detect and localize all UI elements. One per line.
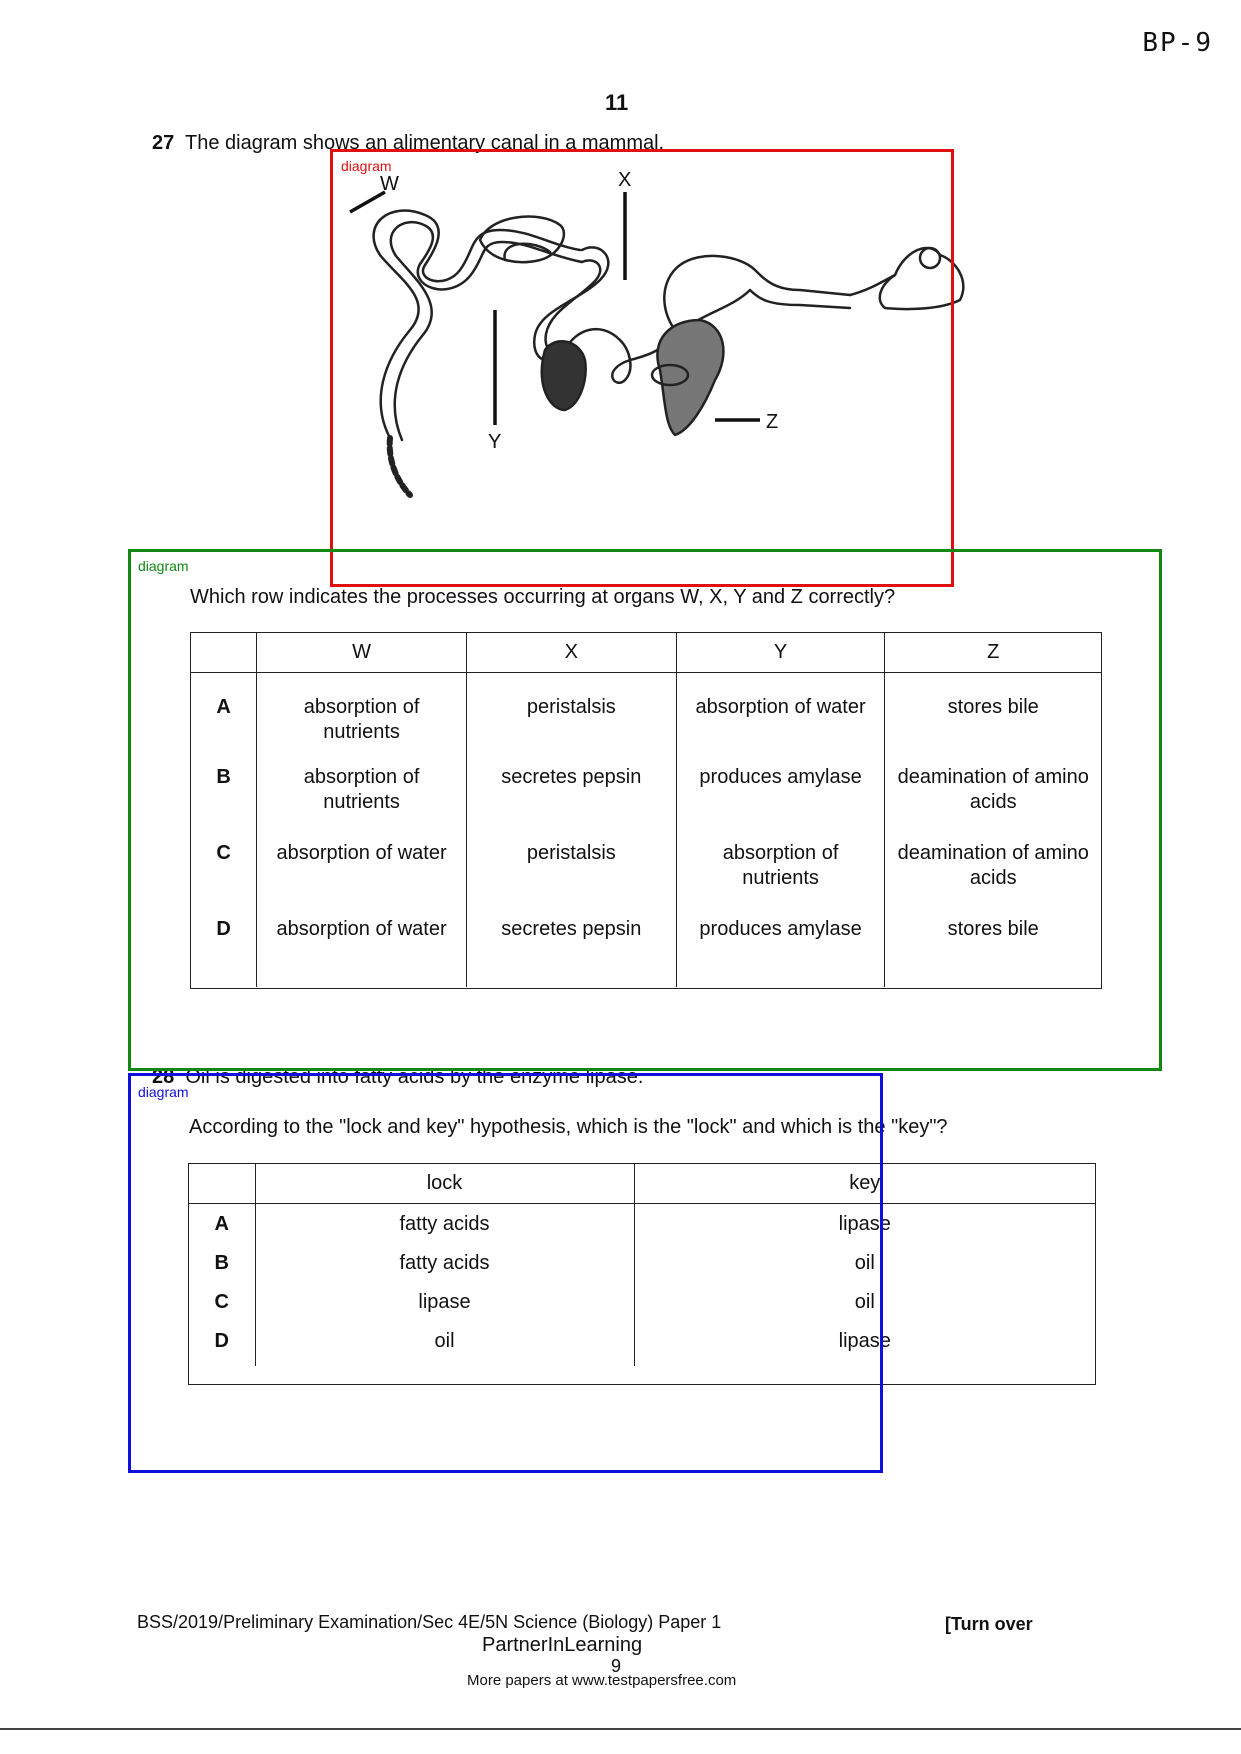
cell-w: absorption of water — [256, 907, 467, 987]
cell-key: oil — [854, 1291, 875, 1313]
table-row: D oil lipase — [189, 1319, 1095, 1366]
table-row: B absorption of nutrients secretes pepsi… — [191, 755, 1101, 831]
cell-z: stores bile — [947, 918, 1039, 940]
cell-x: secretes pepsin — [466, 907, 677, 987]
label-z: Z — [766, 411, 778, 433]
turn-over: [Turn over — [945, 1614, 1033, 1634]
q27-col-y: Y — [676, 633, 886, 673]
cell-key: lipase — [838, 1330, 891, 1352]
diagram-box-green-label: diagram — [138, 558, 189, 574]
cell-x: secretes pepsin — [466, 755, 677, 831]
bp-mark: BP-9 — [1142, 28, 1213, 58]
label-y: Y — [488, 431, 501, 453]
q27-options-table: W X Y Z A absorption of nutrients perist… — [191, 633, 1101, 987]
more-papers-link[interactable]: More papers at www.testpapersfree.com — [467, 1672, 737, 1689]
exam-line: BSS/2019/Preliminary Examination/Sec 4E/… — [137, 1612, 722, 1632]
cell-x: peristalsis — [466, 672, 677, 755]
q28-question: According to the "lock and key" hypothes… — [189, 1116, 948, 1138]
rectum — [386, 435, 413, 498]
q28-options-table-frame: lock key A fatty acids lipase B fatty ac… — [188, 1163, 1096, 1385]
option-letter: C — [191, 831, 258, 907]
diagram-box-red: diagram — [330, 149, 954, 587]
bottom-rule — [0, 1728, 1241, 1730]
cell-x: peristalsis — [466, 831, 677, 907]
cell-lock: lipase — [255, 1280, 635, 1319]
option-letter: A — [191, 672, 258, 755]
label-w: W — [380, 173, 399, 195]
q27-number: 27 — [152, 132, 175, 154]
brand: PartnerInLearning — [482, 1634, 643, 1656]
cell-y: absorption of water — [676, 672, 886, 755]
q27-header-row: W X Y Z — [191, 633, 1101, 673]
cell-z: deamination of amino acids — [897, 766, 1089, 813]
cell-y: produces amylase — [676, 755, 886, 831]
q27-col-z: Z — [884, 633, 1101, 673]
label-x: X — [618, 170, 631, 191]
cell-lock: fatty acids — [255, 1203, 635, 1241]
cell-y: absorption of nutrients — [676, 831, 886, 907]
cell-z: stores bile — [947, 696, 1039, 718]
q27-text: The diagram shows an alimentary canal in… — [185, 132, 665, 154]
option-letter: C — [189, 1280, 256, 1319]
q28-header-row: lock key — [189, 1164, 1095, 1204]
option-letter: D — [189, 1319, 256, 1366]
diagram-box-blue-label: diagram — [138, 1084, 189, 1100]
option-letter: B — [191, 755, 258, 831]
alimentary-canal-diagram: W X Y Z — [349, 170, 965, 498]
cell-w: absorption of nutrients — [256, 672, 467, 755]
liver — [656, 318, 725, 437]
q28-col-key: key — [634, 1164, 1095, 1204]
option-letter: B — [189, 1241, 256, 1280]
table-row: C lipase oil — [189, 1280, 1095, 1319]
q27-question: Which row indicates the processes occurr… — [190, 586, 896, 608]
cell-w: absorption of water — [256, 831, 467, 907]
intestine-outline — [372, 209, 582, 440]
q27-options-table-frame: W X Y Z A absorption of nutrients perist… — [190, 632, 1102, 989]
cell-lock: oil — [255, 1319, 635, 1366]
q28-stem: 28 Oil is digested into fatty acids by t… — [152, 1066, 643, 1089]
diagram-box-blue: diagram — [128, 1073, 883, 1473]
table-row: B fatty acids oil — [189, 1241, 1095, 1280]
cell-y: produces amylase — [676, 907, 886, 987]
cell-w: absorption of nutrients — [256, 755, 467, 831]
option-letter: D — [191, 907, 258, 987]
q28-number: 28 — [152, 1066, 175, 1088]
table-row: A fatty acids lipase — [189, 1203, 1095, 1241]
table-row: A absorption of nutrients peristalsis ab… — [191, 672, 1101, 755]
cell-lock: fatty acids — [255, 1241, 635, 1280]
q27-stem: 27 The diagram shows an alimentary canal… — [152, 132, 664, 155]
q27-col-w: W — [256, 633, 467, 673]
page-number: 11 — [605, 90, 629, 115]
sheet-number: 9 — [611, 1656, 622, 1676]
q28-col-lock: lock — [255, 1164, 635, 1204]
option-letter: A — [189, 1203, 256, 1241]
table-row: D absorption of water secretes pepsin pr… — [191, 907, 1101, 987]
q28-text: Oil is digested into fatty acids by the … — [185, 1066, 644, 1088]
diagram-box-green: diagram — [128, 549, 1162, 1071]
stomach — [663, 254, 852, 332]
q28-options-table: lock key A fatty acids lipase B fatty ac… — [189, 1164, 1095, 1366]
diagram-box-red-label: diagram — [341, 158, 392, 174]
cell-z: deamination of amino acids — [897, 842, 1089, 889]
cell-key: lipase — [838, 1213, 891, 1235]
q27-col-x: X — [466, 633, 677, 673]
table-row: C absorption of water peristalsis absorp… — [191, 831, 1101, 907]
cell-key: oil — [854, 1252, 875, 1274]
